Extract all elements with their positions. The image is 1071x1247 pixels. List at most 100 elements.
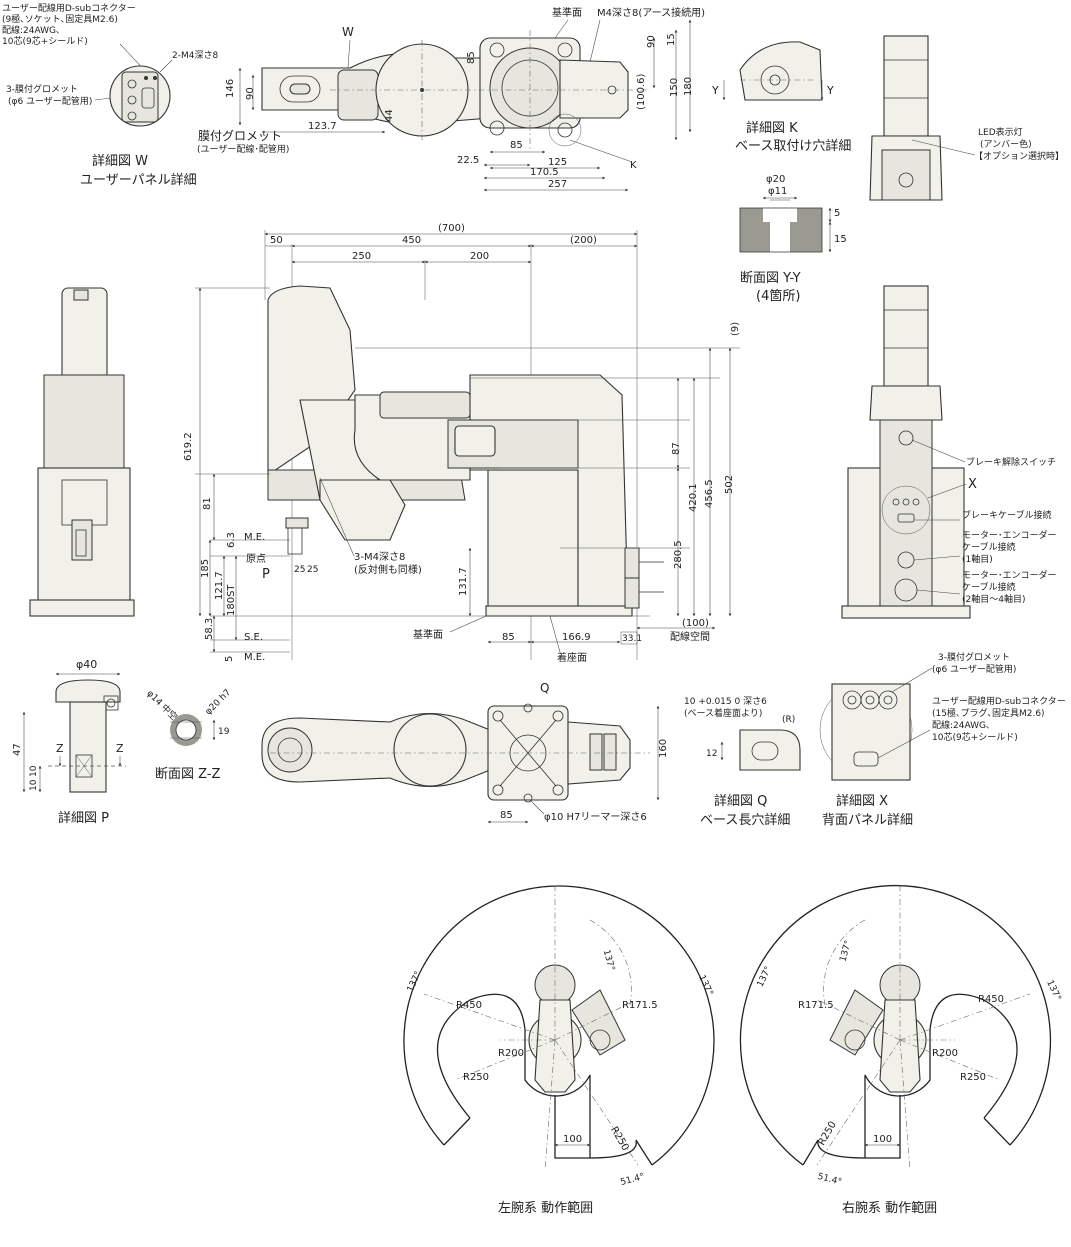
dim-180st: 180ST [226, 584, 237, 616]
me-label-2: M.E. [244, 652, 265, 663]
right-arm-range: R450 R171.5 R200 R250 R250 137° 137° 137… [739, 885, 1062, 1216]
p-10a: 10 [29, 765, 39, 777]
motor1-1: モーター･エンコーダー [962, 529, 1057, 541]
yy-15: 15 [834, 234, 847, 245]
w-callout: W [342, 25, 354, 39]
l-r250b: R250 [608, 1125, 631, 1153]
r-r250b: R250 [816, 1120, 839, 1148]
dim-200: 200 [470, 251, 489, 262]
detail-w: ユーザー配線用D-subコネクター (9極､ソケット､固定具M2.6) 配線:2… [2, 2, 218, 188]
dim-131-7: 131.7 [458, 567, 469, 596]
q-callout: Q [540, 681, 549, 695]
seat-face-label: 着座面 [557, 651, 587, 664]
dim-700: (700) [438, 223, 465, 234]
brake-switch-label: ブレーキ解除スイッチ [966, 456, 1056, 468]
zz-d14: φ14 中空 [144, 687, 180, 723]
x-grommet-2: (φ6 ユーザー配管用) [932, 663, 1016, 675]
w-connector-note-3: 配線:24AWG､ [2, 24, 61, 36]
k-y2: Y [826, 84, 834, 97]
dsub-connector-icon [141, 87, 155, 109]
w-connector-note-1: ユーザー配線用D-subコネクター [2, 2, 136, 14]
p-z1: Z [56, 742, 64, 755]
bv-85: 85 [500, 810, 513, 821]
l-r171: R171.5 [622, 1000, 658, 1011]
r-title: 右腕系 動作範囲 [842, 1200, 937, 1216]
l-a137b: 137° [696, 974, 714, 998]
dim-146: 146 [225, 79, 236, 98]
zz-19: 19 [218, 727, 230, 737]
w-grommet-note-1: 3-膜付グロメット [6, 83, 78, 95]
p-title: 詳細図 P [58, 810, 109, 826]
se-label: S.E. [244, 632, 263, 643]
dim-619-2: 619.2 [183, 432, 194, 461]
yy-d11: φ11 [768, 186, 787, 197]
brake-cable-label: ブレーキケーブル接続 [962, 509, 1051, 521]
led-note-2: (アンバー色) [980, 138, 1032, 150]
d25a: 25 [294, 565, 305, 575]
w-title: 詳細図 W [92, 153, 148, 169]
yy-5: 5 [834, 208, 840, 219]
dim-125: 125 [548, 157, 567, 168]
detail-x: 3-膜付グロメット (φ6 ユーザー配管用) ユーザー配線用D-subコネクター… [819, 651, 1066, 828]
w-grommet-note-2: (φ6 ユーザー配管用) [8, 95, 92, 107]
yy-d20: φ20 [766, 174, 785, 185]
dim-9: (9) [730, 322, 741, 336]
dim-100-b: (100) [682, 618, 709, 629]
x-connector-3: 配線:24AWG､ [932, 719, 991, 731]
dim-81: 81 [202, 497, 213, 510]
w-tap-label: 2-M4深さ8 [172, 50, 218, 61]
dim-50: 50 [270, 235, 283, 246]
l-a137a: 137° [406, 970, 424, 994]
dim-450: 450 [402, 235, 421, 246]
dim-90-r: 90 [646, 35, 657, 48]
q-subtitle: ベース長穴詳細 [700, 812, 790, 828]
dim-15-r: 15 [666, 33, 677, 46]
dim-185: 185 [200, 559, 211, 578]
r-r450: R450 [978, 994, 1004, 1005]
l-r250a: R250 [463, 1072, 489, 1083]
q-12: 12 [706, 749, 717, 759]
r-r171: R171.5 [798, 1000, 834, 1011]
p-d40: φ40 [76, 658, 97, 671]
dim-87: 87 [671, 442, 682, 455]
detail-p: φ40 47 10 10 Z Z 詳細図 P [12, 658, 126, 826]
dim-85-side: 85 [466, 51, 477, 64]
ref-face-top: 基準面 [552, 6, 582, 19]
w-wiring-grommet-2: (ユーザー配線･配管用) [197, 143, 289, 155]
q-r: (R) [782, 715, 795, 725]
top-view: W 146 90 44 123.7 膜付グロメット (ユーザー配線･配管用) 8… [197, 6, 705, 192]
dim-33-1: 33.1 [622, 634, 642, 644]
tap-note: (反対側も同様) [354, 563, 422, 576]
side-view-top-right: LED表示灯 (アンバー色) 【オプション選択時】 [869, 35, 1064, 201]
dim-5: 5 [224, 656, 235, 662]
cable-space-label: 配線空間 [670, 630, 710, 643]
x-connector-2: (15極､プラグ､固定具M2.6) [932, 707, 1045, 719]
dim-170-5: 170.5 [530, 167, 559, 178]
x-subtitle: 背面パネル詳細 [822, 812, 913, 828]
d25b: 25 [307, 565, 318, 575]
tap-label: 3-M4深さ8 [354, 551, 405, 563]
q-title: 詳細図 Q [714, 793, 767, 809]
dim-280-5: 280.5 [673, 540, 684, 569]
dim-456-5: 456.5 [704, 479, 715, 508]
x-connector-4: 10芯(9芯+シールド) [932, 731, 1018, 743]
w-connector-note-4: 10芯(9芯+シールド) [2, 35, 88, 47]
k-callout: K [630, 160, 637, 171]
led-note-3: 【オプション選択時】 [974, 150, 1064, 162]
p-10b: 10 [29, 779, 39, 791]
led-note-1: LED表示灯 [978, 126, 1023, 138]
motor2-1: モーター･エンコーダー [962, 569, 1057, 581]
dim-22-5: 22.5 [457, 155, 479, 166]
section-yy: φ20 φ11 5 15 断面図 Y-Y (4箇所) [739, 174, 847, 304]
q-note: (ベース着座面より) [684, 707, 762, 719]
dsub-15-icon [853, 751, 879, 767]
r-a137c: 137° [839, 939, 854, 963]
l-r200: R200 [498, 1048, 524, 1059]
x-connector-1: ユーザー配線用D-subコネクター [932, 695, 1066, 707]
ref-face-label: 基準面 [413, 628, 443, 641]
motor2-2: ケーブル接続 [962, 581, 1015, 593]
x-title: 詳細図 X [836, 793, 888, 809]
dim-166-9: 166.9 [562, 632, 591, 643]
